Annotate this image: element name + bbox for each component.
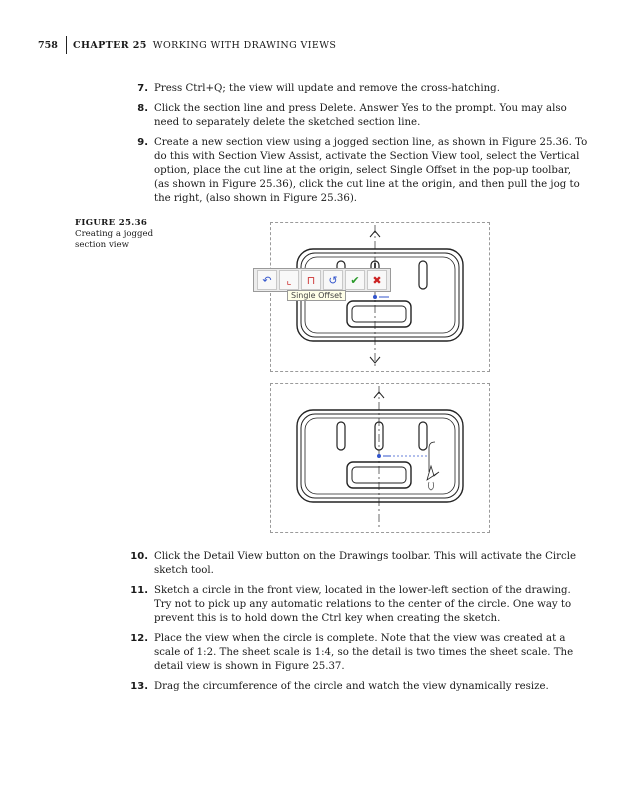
step-item: 10. Click the Detail View button on the … <box>118 550 588 578</box>
part-drawing-bottom <box>296 386 464 530</box>
figure-caption-text: Creating a jogged section view <box>75 229 154 250</box>
arc-offset-icon[interactable]: ↶ <box>257 270 277 290</box>
step-text: Create a new section view using a jogged… <box>154 137 588 204</box>
figure-label: FIGURE 25.36 <box>75 218 148 228</box>
step-number: 13. <box>130 681 148 692</box>
step-text: Press Ctrl+Q; the view will update and r… <box>154 83 500 94</box>
steps-bottom: 10. Click the Detail View button on the … <box>118 550 588 700</box>
notch-offset-icon[interactable]: ⊓ <box>301 270 321 290</box>
confirm-check-icon[interactable]: ✔ <box>345 270 365 290</box>
running-header: 758 CHAPTER 25 WORKING WITH DRAWING VIEW… <box>38 36 336 54</box>
step-number: 10. <box>130 551 148 562</box>
step-text: Place the view when the circle is comple… <box>154 633 574 672</box>
step-item: 8. Click the section line and press Dele… <box>118 102 588 130</box>
step-text: Click the Detail View button on the Draw… <box>154 551 577 576</box>
step-item: 12. Place the view when the circle is co… <box>118 632 588 674</box>
figure-caption: FIGURE 25.36 Creating a jogged section v… <box>75 218 185 251</box>
step-number: 7. <box>137 83 148 94</box>
steps-top: 7. Press Ctrl+Q; the view will update an… <box>118 82 588 212</box>
step-text: Drag the circumference of the circle and… <box>154 681 549 692</box>
step-number: 8. <box>137 103 148 114</box>
drawing-view-bottom <box>270 383 490 533</box>
chapter-label: CHAPTER 25 <box>73 39 147 51</box>
step-number: 11. <box>130 585 148 596</box>
step-item: 9. Create a new section view using a jog… <box>118 136 588 206</box>
section-view-popup-toolbar: ↶ ⌞ ⊓ ↺ ✔ ✖ <box>253 268 391 292</box>
header-divider <box>66 36 67 54</box>
step-text: Sketch a circle in the front view, locat… <box>154 585 572 624</box>
single-offset-tooltip: Single Offset <box>287 290 347 301</box>
chapter-title: WORKING WITH DRAWING VIEWS <box>152 39 337 51</box>
step-number: 12. <box>130 633 148 644</box>
undo-icon[interactable]: ↺ <box>323 270 343 290</box>
step-text: Click the section line and press Delete.… <box>154 103 567 128</box>
step-item: 7. Press Ctrl+Q; the view will update an… <box>118 82 588 96</box>
step-item: 11. Sketch a circle in the front view, l… <box>118 584 588 626</box>
page-number: 758 <box>38 39 58 51</box>
step-number: 9. <box>137 137 148 148</box>
step-item: 13. Drag the circumference of the circle… <box>118 680 588 694</box>
single-offset-icon[interactable]: ⌞ <box>279 270 299 290</box>
cancel-x-icon[interactable]: ✖ <box>367 270 387 290</box>
